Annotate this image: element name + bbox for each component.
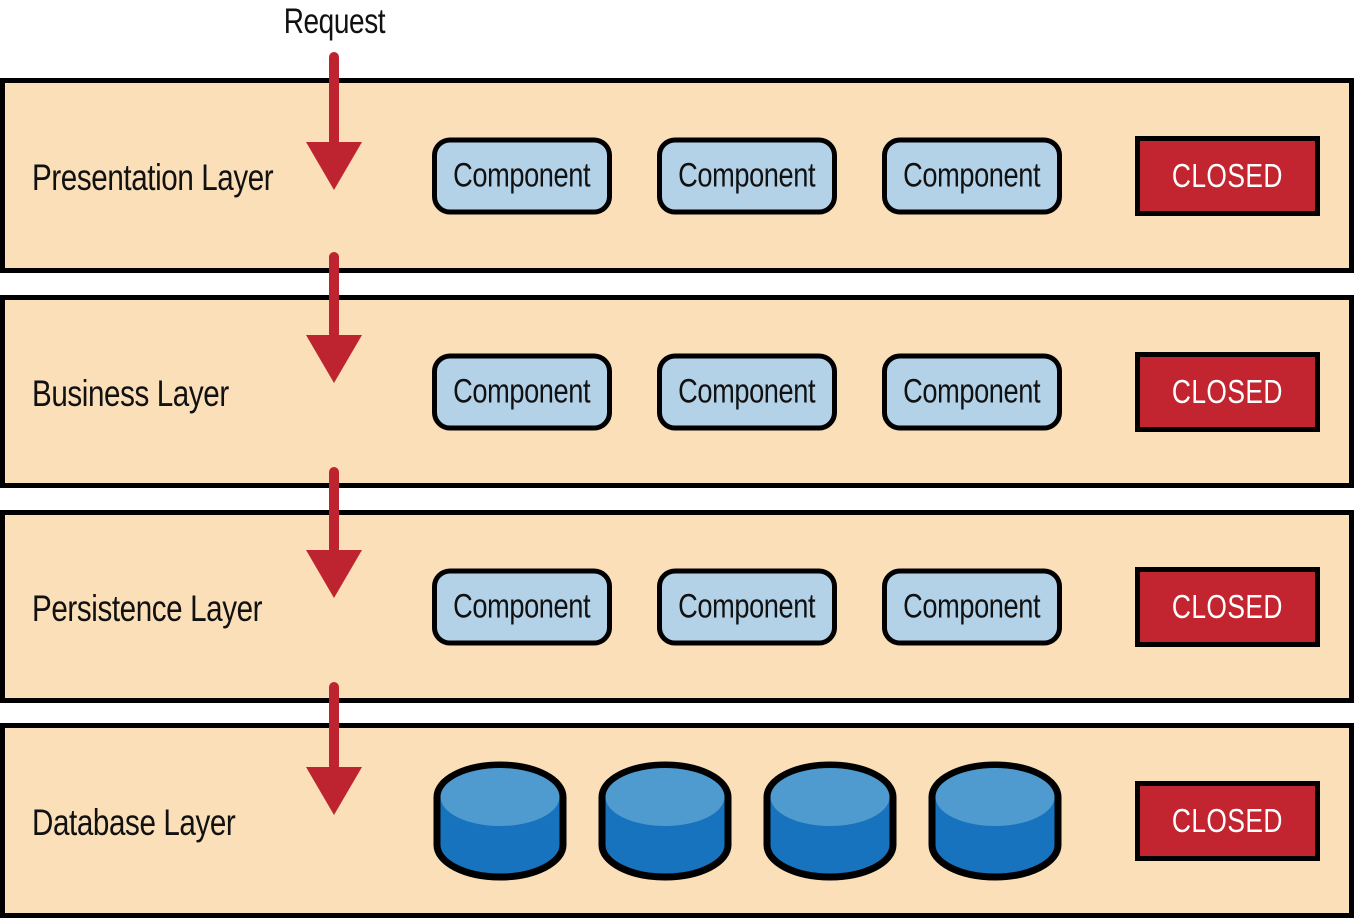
component-box: Component — [882, 568, 1062, 645]
layer-persistence: Persistence Layer Component Component Co… — [0, 510, 1354, 703]
status-badge-closed: CLOSED — [1135, 566, 1320, 647]
layer-database: Database Layer CLOSED — [0, 723, 1354, 918]
component-box: Component — [657, 353, 837, 430]
database-icon — [433, 761, 567, 880]
layer-presentation: Presentation Layer Component Component C… — [0, 78, 1354, 273]
request-label: Request — [234, 4, 434, 39]
layer-presentation-label: Presentation Layer — [32, 156, 274, 198]
component-box: Component — [882, 137, 1062, 214]
layer-persistence-label: Persistence Layer — [32, 587, 263, 629]
layer-database-icons — [433, 761, 1062, 881]
arrow-presentation-to-business-icon — [306, 252, 362, 383]
layer-business-components: Component Component Component — [432, 353, 1062, 430]
component-box: Component — [432, 353, 612, 430]
status-badge-closed: CLOSED — [1135, 351, 1320, 432]
arrow-persistence-to-database-icon — [306, 682, 362, 815]
component-box: Component — [657, 137, 837, 214]
layer-presentation-components: Component Component Component — [432, 137, 1062, 214]
arrow-request-to-presentation-icon — [306, 52, 362, 190]
layer-business: Business Layer Component Component Compo… — [0, 295, 1354, 488]
arrow-business-to-persistence-icon — [306, 467, 362, 598]
layer-persistence-components: Component Component Component — [432, 568, 1062, 645]
component-box: Component — [657, 568, 837, 645]
status-badge-closed: CLOSED — [1135, 135, 1320, 216]
database-icon — [763, 761, 897, 880]
status-badge-closed: CLOSED — [1135, 780, 1320, 861]
component-box: Component — [432, 137, 612, 214]
database-icon — [928, 761, 1062, 880]
component-box: Component — [882, 353, 1062, 430]
component-box: Component — [432, 568, 612, 645]
database-icon — [598, 761, 732, 880]
layer-business-label: Business Layer — [32, 372, 229, 414]
layer-database-label: Database Layer — [32, 801, 236, 843]
request-label-text: Request — [283, 2, 385, 41]
